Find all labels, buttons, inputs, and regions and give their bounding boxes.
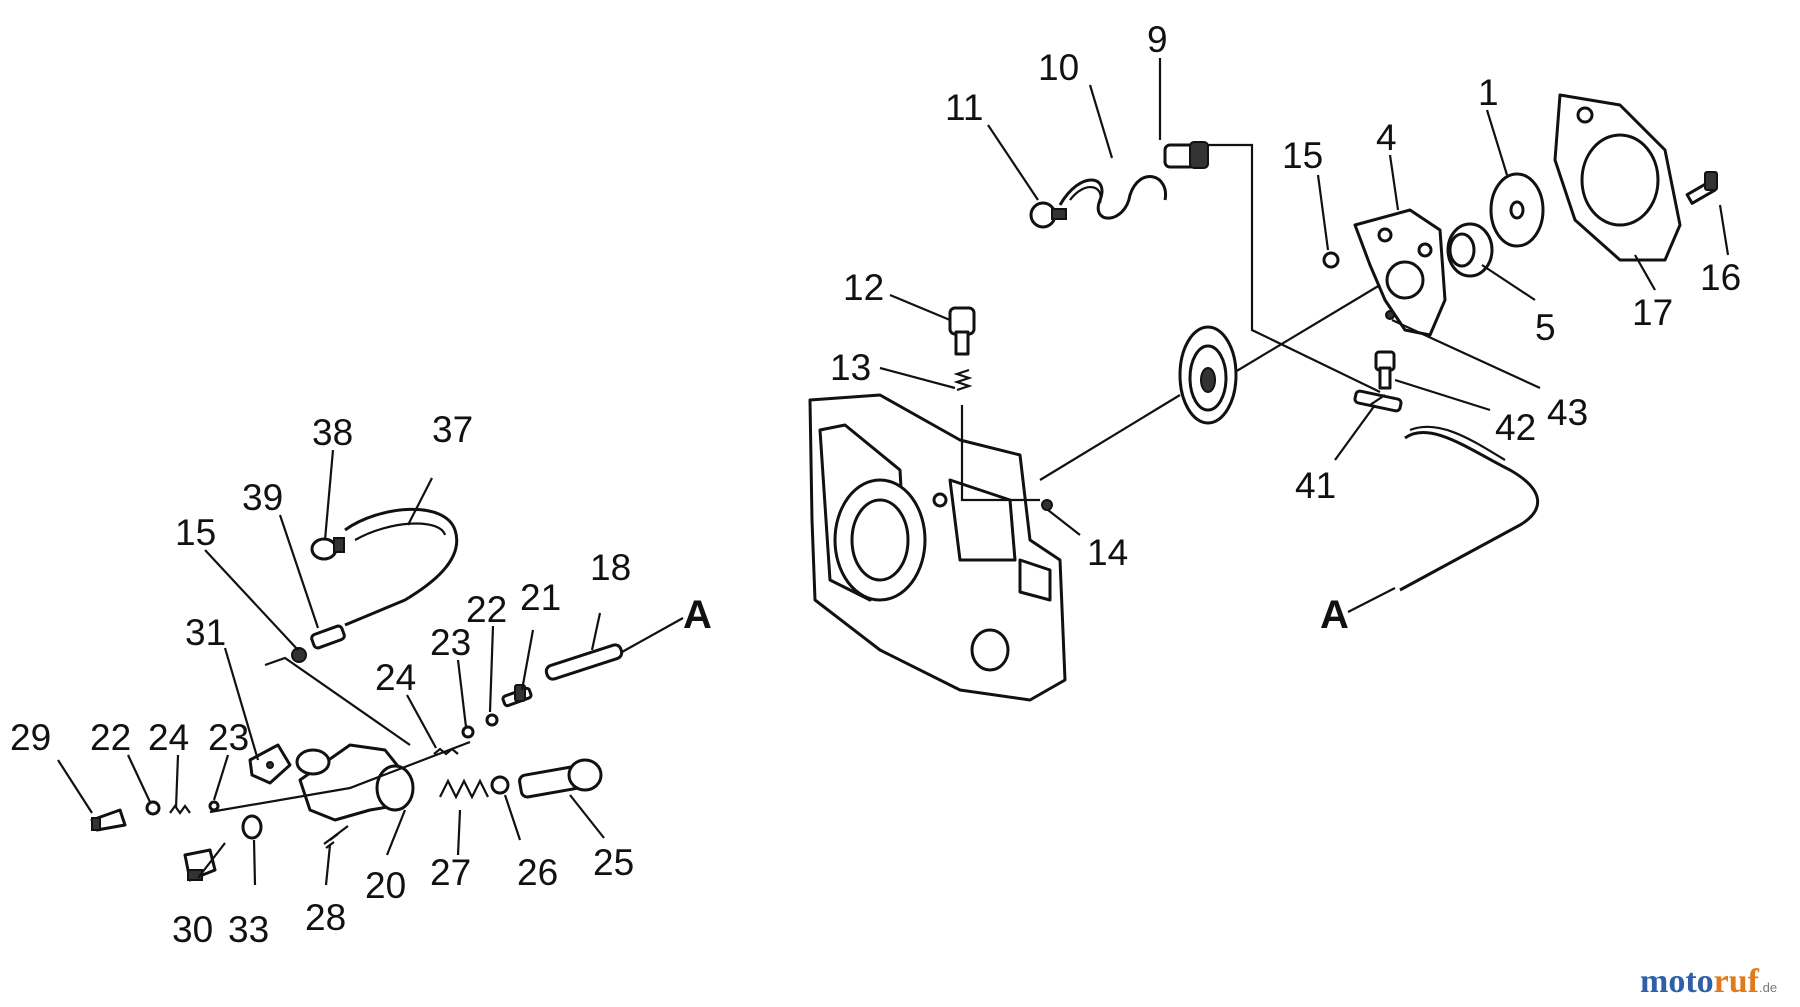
watermark-brand-b: ruf [1714,963,1760,1000]
callout-33: 33 [228,909,269,950]
cover-bolt [1685,171,1718,205]
callout-12: 12 [843,267,884,308]
callout-27: 27 [430,852,471,893]
callout-23-lower: 23 [208,717,249,758]
adjuster-spring [953,368,973,392]
connection-marker-left: A [683,593,712,637]
callout-4: 4 [1376,117,1397,158]
drive-pulley [1178,325,1238,425]
pump-spring [439,778,489,800]
watermark-suffix: .de [1759,980,1777,995]
callout-14: 14 [1087,532,1128,573]
seal-23-lower [208,800,220,812]
leader-lines [57,58,1730,886]
callout-18: 18 [590,547,631,588]
callout-39: 39 [242,477,283,518]
seal-22-upper [485,713,499,727]
banjo-bolt [1374,350,1396,390]
plunger [518,758,603,799]
pump-block [295,743,415,822]
oil-filter [1029,201,1067,229]
o-ring-left [291,647,307,663]
oil-line [1399,431,1539,592]
callout-38: 38 [312,412,353,453]
oil-line-inner [1409,425,1506,461]
adjuster-plug [90,808,127,832]
callout-21: 21 [520,577,561,618]
adjuster-screw [948,306,976,356]
check-valve [183,848,217,882]
hose-connector [310,624,346,650]
pickup-hose [344,507,459,627]
screw-28 [323,825,349,849]
callout-29: 29 [10,717,51,758]
callout-20: 20 [365,865,406,906]
callout-9: 9 [1147,19,1168,60]
callout-28: 28 [305,897,346,938]
callout-24-lower: 24 [148,717,189,758]
callout-1: 1 [1478,72,1499,113]
spring-24-upper [433,747,459,756]
callout-37: 37 [432,409,473,450]
hose-fitting [1163,141,1209,169]
callout-5: 5 [1535,307,1556,348]
callout-26: 26 [517,852,558,893]
crankcase-housing [808,393,1067,702]
seal-23-upper [461,725,475,739]
pump-cover [1553,93,1682,262]
callout-23-upper: 23 [430,622,471,663]
o-ring [1322,251,1340,269]
washer [1489,172,1545,248]
callout-31: 31 [185,612,226,653]
callout-25: 25 [593,842,634,883]
hose-clamp [310,537,345,561]
callout-11: 11 [945,87,983,128]
callout-16: 16 [1700,257,1741,298]
watermark: motoruf.de [1640,963,1777,1000]
watermark-brand-a: moto [1640,963,1714,1000]
callout-labels: 1 4 5 9 10 11 12 13 14 15 16 17 41 42 43… [10,19,1741,950]
outlet-fitting [501,684,533,708]
pickup-hose-inner [354,522,447,541]
callout-10: 10 [1038,47,1079,88]
hose-nipple [1353,389,1403,413]
oil-hose [1058,175,1168,220]
callout-42: 42 [1495,407,1536,448]
small-seal [1385,310,1395,320]
callout-22-upper: 22 [466,589,507,630]
callout-41: 41 [1295,465,1336,506]
seal-22-lower [145,800,161,816]
callout-17: 17 [1632,292,1673,333]
svg-text:motoruf.de: motoruf.de [1640,963,1777,1000]
callout-15-left: 15 [175,512,216,553]
callout-43: 43 [1547,392,1588,433]
callout-24-upper: 24 [375,657,416,698]
callout-15-right: 15 [1282,135,1323,176]
guide-pin [544,643,624,681]
washer-33 [241,814,263,840]
connection-marker-right: A [1320,593,1349,637]
worm-gear [1446,222,1494,278]
spring-24-lower [169,804,191,815]
oil-hose-inner [1069,186,1102,204]
callout-30: 30 [172,909,213,950]
plunger-seal [490,775,510,795]
oil-pump-body [1353,208,1447,337]
seal-ring [1041,499,1053,511]
callout-13: 13 [830,347,871,388]
callout-22-lower: 22 [90,717,131,758]
cover-plate [248,743,292,785]
